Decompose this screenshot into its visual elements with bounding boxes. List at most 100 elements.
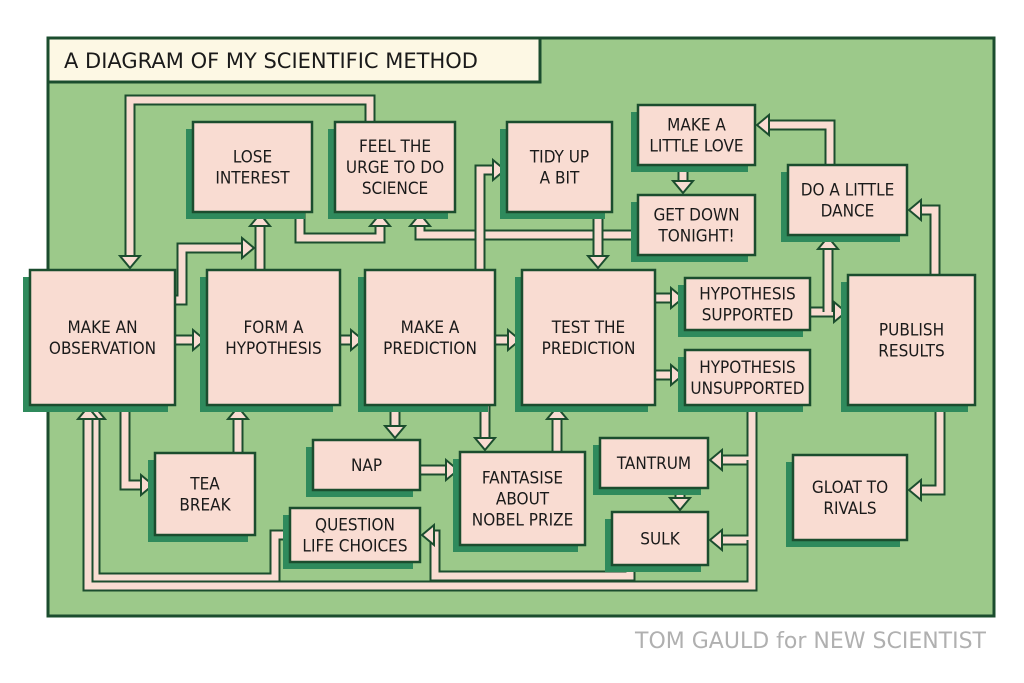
arrow-tidy-to-test [585,212,611,270]
arrowhead-icon [708,527,723,553]
diagram-title: A DIAGRAM OF MY SCIENTIFIC METHOD [46,36,542,84]
box-label: NOBEL PRIZE [472,511,574,531]
box-label: LOSE [233,148,272,168]
box-label: SCIENCE [362,179,428,199]
arrowhead-icon [75,405,101,420]
box-label: RESULTS [878,342,944,362]
box-label: BREAK [179,496,231,516]
arrow-prediction-to-test [495,327,522,353]
arrow-test-to-supported [655,285,685,311]
arrowhead-icon [472,437,498,452]
arrowhead-icon [670,180,696,195]
arrowhead-icon [192,327,207,353]
arrowhead-icon [815,235,841,250]
arrow-hypothesis-to-lose [247,212,273,270]
arrow-tea-to-hypothesis [225,405,251,453]
box-label: DO A LITTLE [801,181,895,201]
box-label: TANTRUM [616,454,691,474]
arrowhead-icon [117,255,143,270]
arrowhead-icon [907,477,922,503]
box-nap: NAP [306,438,422,497]
arrowhead-icon [670,285,685,311]
arrowhead-icon [241,235,256,261]
title-box [46,36,542,84]
arrowhead-icon [492,157,507,183]
arrow-observation-to-tea [119,405,155,498]
arrowhead-icon [382,425,408,440]
arrowhead-icon [544,405,570,420]
box-label: MAKE A [667,116,726,136]
arrow-nap-to-fantasise [420,457,460,483]
arrow-fantasise-to-test [544,405,570,452]
box-label: OBSERVATION [49,339,156,359]
box-label: HYPOTHESIS [225,339,322,359]
arrowhead-icon [140,472,155,498]
arrow-test-to-unsupported [655,362,685,388]
arrow-publish-to-dance [907,197,941,275]
box-label: LITTLE LOVE [649,137,743,157]
box-label: GLOAT TO [812,478,888,498]
arrowhead-icon [667,497,693,512]
box-tidy: TIDY UPA BIT [500,120,614,219]
box-label: DANCE [821,202,875,222]
arrowhead-icon [367,212,393,227]
arrow-dance-to-love [755,112,836,165]
arrowhead-icon [755,112,770,138]
box-label: QUESTION [315,516,395,536]
box-label: URGE TO DO [346,158,444,178]
box-sulk: SULK [605,510,710,572]
arrowhead-icon [833,299,848,325]
box-label: TIDY UP [529,148,589,168]
arrowhead-icon [350,327,365,353]
box-label: MAKE A [401,318,460,338]
credit-text: TOM GAULD for NEW SCIENTIST [634,629,987,654]
arrow-hypothesis-to-prediction [340,327,365,353]
box-label: LIFE CHOICES [302,537,407,557]
arrow-urge-to-observation [117,94,376,270]
box-label: FEEL THE [359,137,431,157]
arrowhead-icon [708,447,723,473]
box-label: HYPOTHESIS [699,285,796,305]
arrowhead-icon [225,405,251,420]
box-label: A BIT [540,169,580,189]
box-label: PREDICTION [542,339,636,359]
arrow-publish-to-gloat [907,405,946,503]
box-label: HYPOTHESIS [699,358,796,378]
arrowhead-icon [445,457,460,483]
box-label: PUBLISH [879,321,944,341]
box-label: FORM A [244,318,305,338]
arrow-prediction-to-tidy [474,157,507,270]
title-text: A DIAGRAM OF MY SCIENTIFIC METHOD [64,49,478,73]
box-label: NAP [351,456,382,476]
box-label: INTEREST [215,169,290,189]
box-label: SULK [640,530,680,550]
arrows [75,94,946,592]
arrowhead-icon [247,212,273,227]
box-tantrum: TANTRUM [593,436,710,495]
box-label: MAKE AN [67,318,137,338]
box-label: FANTASISE [482,469,563,489]
box-label: RIVALS [823,499,876,519]
box-label: TEST THE [551,318,625,338]
arrow-unsupported-to-observation [75,405,758,592]
arrow-getdown-to-urge [407,212,638,241]
arrow-observation-to-hypothesis [175,327,207,353]
box-label: UNSUPPORTED [690,379,804,399]
arrow-sulk-to-question [420,522,636,582]
